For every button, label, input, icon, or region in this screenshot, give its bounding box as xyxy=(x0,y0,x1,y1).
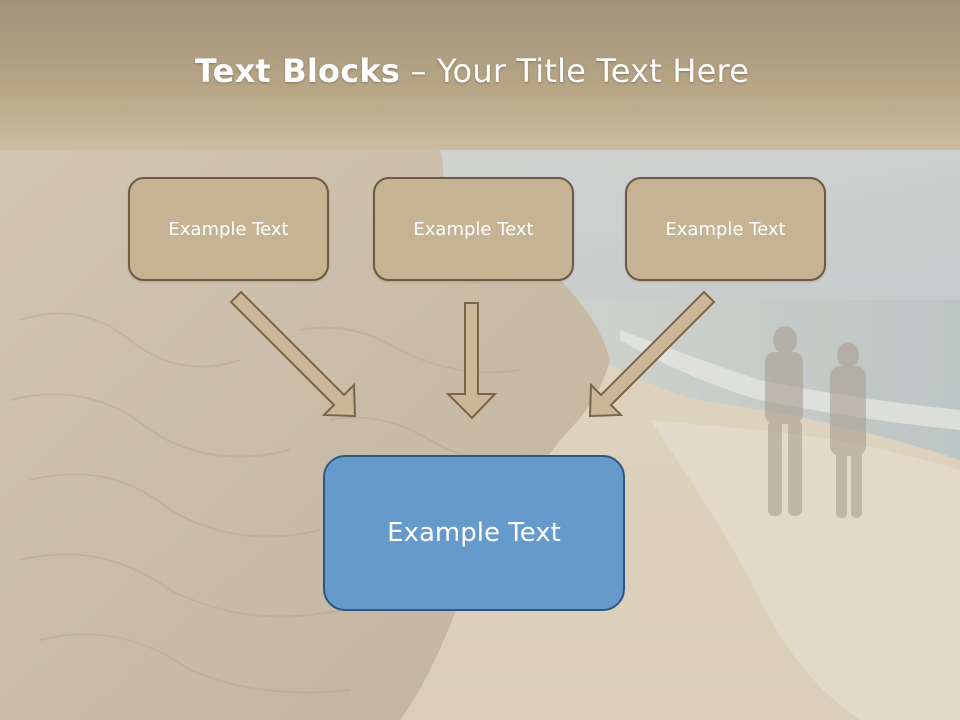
text-block-right[interactable]: Example Text xyxy=(625,177,826,281)
slide-title: Text Blocks – Your Title Text Here xyxy=(0,52,944,90)
text-block-left-label: Example Text xyxy=(168,218,289,240)
text-block-right-label: Example Text xyxy=(665,218,786,240)
text-block-middle-label: Example Text xyxy=(413,218,534,240)
text-block-bottom[interactable]: Example Text xyxy=(323,455,625,611)
title-rest-text: Your Title Text Here xyxy=(437,52,750,90)
title-bold-text: Text Blocks xyxy=(194,52,401,90)
text-block-left[interactable]: Example Text xyxy=(128,177,329,281)
title-dash: – xyxy=(400,52,438,90)
text-block-bottom-label: Example Text xyxy=(387,518,561,548)
text-block-middle[interactable]: Example Text xyxy=(373,177,574,281)
